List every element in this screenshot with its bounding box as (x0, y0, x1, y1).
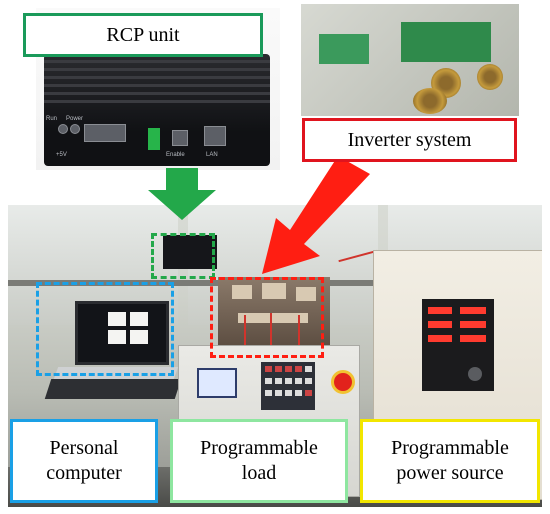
display-readout (460, 335, 486, 342)
inverter-highlight-box (210, 277, 324, 358)
enable-marking: Enable (166, 152, 185, 158)
programmable-load-label: Programmable load (170, 419, 348, 503)
computer-highlight-box (36, 282, 174, 376)
laptop-plot-3 (108, 330, 126, 344)
keypad-key (295, 378, 302, 384)
heatsink-fin (44, 84, 270, 87)
programmable-power-source-label: Programmable power source (360, 419, 540, 503)
programmable-load-line-1: Programmable (200, 437, 318, 459)
inverter-board (218, 277, 330, 349)
inverter-system-text: Inverter system (347, 128, 472, 151)
lan-marking: LAN (206, 152, 218, 158)
programmable-power-source-line-2: power source (396, 462, 504, 484)
keypad-key (265, 378, 272, 384)
programmable-load-line-2: load (241, 462, 277, 484)
inverter-pcb (401, 22, 491, 62)
run-marking: Run (46, 116, 58, 122)
keypad-key (265, 390, 272, 396)
inverter-system-photo (301, 4, 519, 116)
rcp-unit-on-shelf (163, 235, 217, 269)
keypad-key (305, 390, 312, 396)
rcp-device: Run Power +5V Enable LAN (44, 54, 270, 166)
keypad-key (305, 366, 312, 372)
red-arrow-icon (262, 156, 370, 274)
laptop-plot-4 (130, 330, 148, 344)
heatsink-fin (44, 100, 270, 103)
programmable-power-source-line-1: Programmable (391, 437, 509, 459)
terminal-block-icon (148, 128, 160, 150)
load-lcd-display (197, 368, 237, 398)
keypad-key (305, 378, 312, 384)
board-component (232, 285, 252, 299)
power-led-icon (70, 124, 80, 134)
heatsink-fin (44, 92, 270, 95)
laptop-plot-1 (108, 312, 126, 326)
laptop-screen (75, 301, 169, 365)
display-readout (428, 321, 452, 328)
lan-port-icon (204, 126, 226, 146)
inverter-system-label: Inverter system (302, 118, 517, 162)
rcp-unit-label: RCP unit (23, 13, 263, 57)
voltage-marking: +5V (56, 152, 67, 158)
inductor-coil (413, 88, 447, 114)
keypad-key (285, 378, 292, 384)
green-arrow-icon (148, 168, 216, 220)
power-marking: Power (66, 116, 84, 122)
display-readout (460, 307, 486, 314)
laptop-plot-2 (130, 312, 148, 326)
personal-computer-line-2: computer (46, 462, 122, 484)
rcp-unit-text: RCP unit (106, 23, 180, 46)
display-readout (460, 321, 486, 328)
power-source-display-panel (422, 299, 494, 391)
keypad-key (275, 390, 282, 396)
laptop-keyboard (44, 379, 182, 399)
personal-computer-line-1: Personal (49, 437, 119, 459)
run-led-icon (58, 124, 68, 134)
personal-computer-label: Personal computer (10, 419, 158, 503)
keypad-key (285, 366, 292, 372)
keypad-key (275, 378, 282, 384)
serial-port-icon (84, 124, 126, 142)
heatsink-fin (44, 68, 270, 71)
inductor-coil (477, 64, 503, 90)
knob-icon (468, 367, 482, 381)
display-readout (428, 335, 452, 342)
emergency-stop-icon (331, 370, 355, 394)
heatsink-fin (44, 60, 270, 63)
heatsink-fin (44, 76, 270, 79)
inverter-pcb (319, 34, 369, 64)
keypad-key (275, 366, 282, 372)
keypad-key (285, 390, 292, 396)
keypad-key (265, 366, 272, 372)
keypad-key (295, 366, 302, 372)
usb-port-icon (172, 130, 188, 146)
rcp-highlight-box (151, 233, 215, 279)
load-keypad (261, 362, 315, 410)
display-readout (428, 307, 452, 314)
board-component (296, 287, 316, 301)
board-component (262, 283, 286, 299)
board-component (238, 313, 308, 323)
keypad-key (295, 390, 302, 396)
